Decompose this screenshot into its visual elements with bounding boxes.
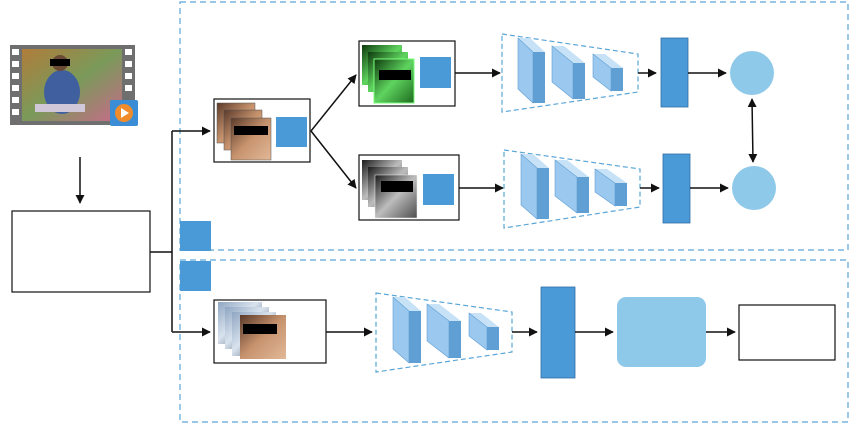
output-box xyxy=(738,304,836,361)
rounded-block xyxy=(617,297,706,367)
upper-stream-marker xyxy=(180,221,211,251)
lower-dashed-region xyxy=(179,259,849,423)
play-icon xyxy=(110,100,138,126)
feature-block-bottom xyxy=(662,153,691,224)
cnn-lower-branch xyxy=(375,292,513,373)
feature-block-lower xyxy=(540,286,576,379)
face-optical-flow-stack-icon xyxy=(358,40,456,107)
lower-stream-marker xyxy=(180,261,211,291)
face-crop-stack-icon xyxy=(213,98,311,163)
output-node-bottom xyxy=(732,166,776,210)
input-box xyxy=(11,210,151,293)
cnn-bottom-branch xyxy=(503,149,641,229)
face-grayscale-stack-icon xyxy=(358,154,460,221)
feature-block-top xyxy=(660,37,689,108)
cnn-top-branch xyxy=(501,33,639,113)
arrow-between-nodes xyxy=(747,98,758,163)
arrow-face-to-top-branch xyxy=(310,74,357,132)
full-frame-stack-icon xyxy=(213,299,327,364)
output-node-top xyxy=(730,51,774,95)
upper-dashed-region xyxy=(179,1,849,251)
arrow-face-to-bottom-branch xyxy=(310,130,357,189)
